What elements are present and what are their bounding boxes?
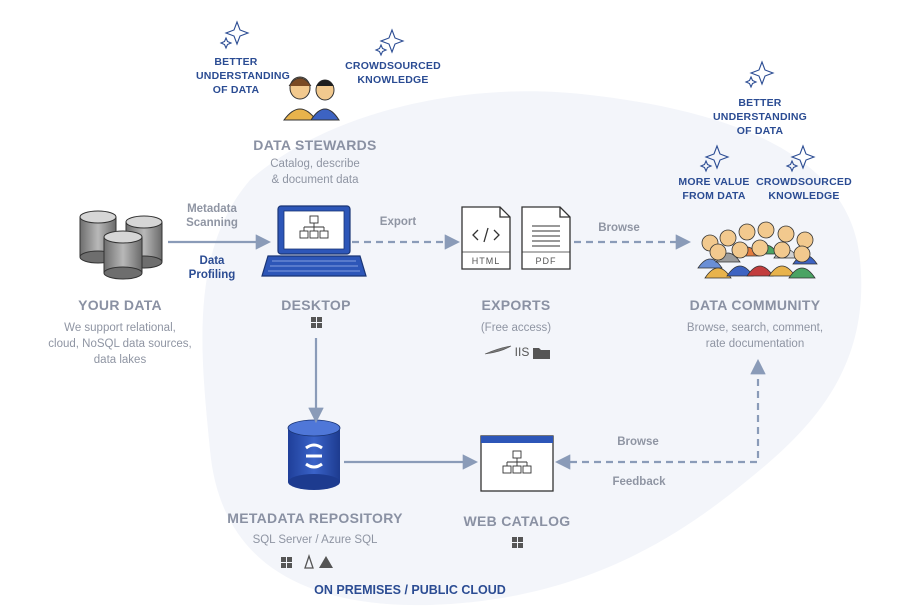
- sparkle-icon: [374, 28, 405, 57]
- metadata-scanning-label: Metadata Scanning: [172, 202, 252, 230]
- metadata-repository-description: SQL Server / Azure SQL: [252, 534, 378, 546]
- description-line: data lakes: [93, 354, 147, 366]
- your-data-description: We support relational, cloud, NoSQL data…: [40, 320, 200, 368]
- description-line: We support relational,: [64, 322, 176, 334]
- folder-icon: [533, 348, 550, 359]
- stewards-badge-understanding: BETTER UNDERSTANDING OF DATA: [196, 55, 290, 97]
- your-data-title: YOUR DATA: [78, 297, 162, 313]
- sparkle-icon: [219, 20, 250, 50]
- arrow-browse-feedback: [554, 358, 766, 470]
- description-line: Catalog, describe: [270, 158, 360, 170]
- label-line: Data: [199, 255, 225, 267]
- feather-icon: [484, 345, 512, 355]
- description-line: cloud, NoSQL data sources,: [48, 338, 192, 350]
- azure-icon: [319, 556, 333, 568]
- badge-line: KNOWLEDGE: [357, 74, 429, 86]
- badge-line: OF DATA: [212, 84, 260, 96]
- description-line: & document data: [271, 174, 359, 186]
- badge-line: CROWDSOURCED: [345, 60, 441, 72]
- sparkle-icon: [744, 60, 775, 89]
- label-line: Metadata: [187, 203, 237, 215]
- feedback-label: Feedback: [612, 476, 666, 488]
- laptop-icon: [261, 205, 367, 277]
- stewards-badge-crowdsourced: CROWDSOURCED KNOWLEDGE: [343, 59, 443, 87]
- pdf-document-icon: [521, 206, 571, 270]
- background-blob: [202, 91, 862, 606]
- export-arrow-label: Export: [379, 216, 417, 228]
- label-line: Profiling: [188, 269, 236, 281]
- data-stewards-people-icon: [283, 76, 340, 121]
- browse-arrow-label: Browse: [598, 222, 640, 234]
- data-profiling-label: Data Profiling: [172, 254, 252, 282]
- badge-line: OF DATA: [736, 125, 784, 137]
- metadata-repository-icon: [287, 419, 341, 490]
- data-stewards-title: DATA STEWARDS: [253, 137, 377, 153]
- badge-line: CROWDSOURCED: [756, 176, 852, 188]
- html-file-label: HTML: [471, 256, 501, 266]
- browse-catalog-label: Browse: [617, 436, 659, 448]
- badge-line: BETTER: [214, 56, 258, 68]
- badge-line: KNOWLEDGE: [768, 190, 840, 202]
- data-stewards-description: Catalog, describe & document data: [250, 156, 380, 188]
- metadata-repository-title: METADATA REPOSITORY: [227, 510, 403, 526]
- windows-icon: [512, 537, 523, 548]
- badge-line: BETTER: [738, 97, 782, 109]
- exports-description: (Free access): [480, 322, 552, 334]
- web-catalog-window-icon: [480, 435, 554, 492]
- iis-label: IIS: [514, 345, 530, 359]
- description-line: Browse, search, comment,: [686, 322, 824, 334]
- badge-line: MORE VALUE: [678, 176, 750, 188]
- description-line: rate documentation: [705, 338, 805, 350]
- pdf-file-label: PDF: [535, 256, 557, 266]
- badge-line: UNDERSTANDING: [713, 111, 807, 123]
- data-community-title: DATA COMMUNITY: [689, 297, 821, 313]
- linux-icon: [304, 553, 314, 569]
- html-document-icon: [461, 206, 511, 270]
- desktop-title: DESKTOP: [281, 297, 351, 313]
- data-community-crowd-icon: [697, 221, 818, 279]
- sparkle-icon: [785, 144, 816, 173]
- badge-line: UNDERSTANDING: [196, 70, 290, 82]
- community-badge-crowdsourced: CROWDSOURCED KNOWLEDGE: [754, 175, 854, 203]
- exports-title: EXPORTS: [481, 297, 551, 313]
- windows-icon: [311, 317, 322, 328]
- community-badge-value: MORE VALUE FROM DATA: [664, 175, 764, 203]
- sparkle-icon: [699, 144, 730, 173]
- deployment-footer: ON PREMISES / PUBLIC CLOUD: [314, 583, 506, 597]
- database-stack-icon: [79, 210, 163, 280]
- windows-icon: [281, 557, 292, 568]
- web-catalog-title: WEB CATALOG: [463, 513, 571, 529]
- badge-line: FROM DATA: [682, 190, 746, 202]
- label-line: Scanning: [186, 217, 238, 229]
- data-community-description: Browse, search, comment, rate documentat…: [670, 320, 840, 352]
- community-badge-understanding: BETTER UNDERSTANDING OF DATA: [705, 96, 815, 138]
